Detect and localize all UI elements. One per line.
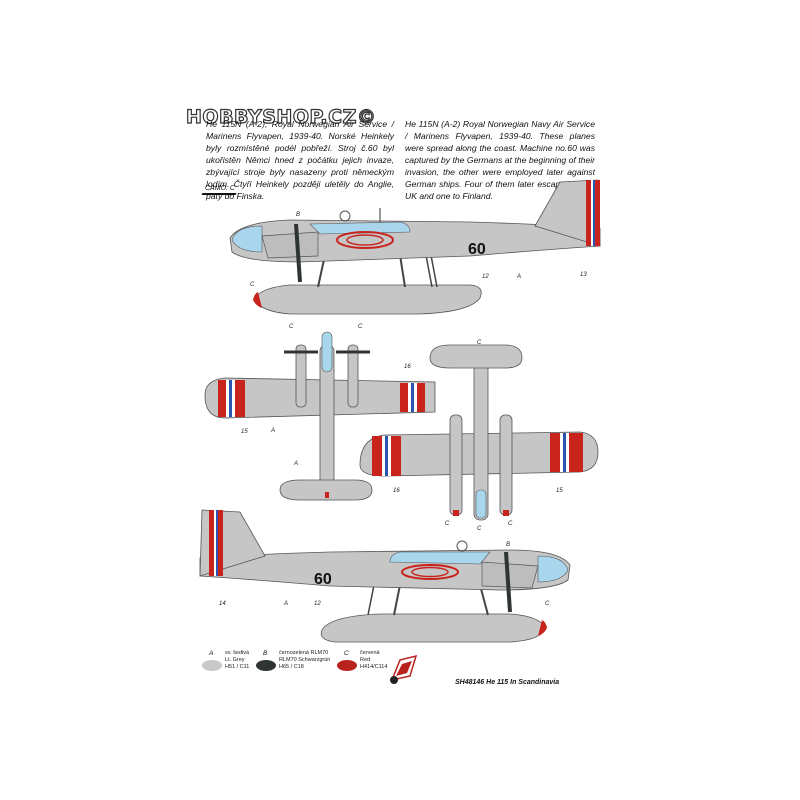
legend-text-a: sv. šedivá Lt. Grey H51 / C11 [225,650,249,671]
callout-mid-c2: C [358,324,363,330]
legend-letter-b: B [263,650,268,657]
callout-mid-15b: 15 [556,488,563,494]
callout-mid-a2: A [294,461,299,467]
footer-product-title: SH48146 He 115 In Scandinavia [455,679,560,686]
legend-letter-a: A [209,650,214,657]
aircraft-code-bottom: 60 [314,571,332,588]
callout-mid-c1: C [289,324,294,330]
legend-swatch-c [337,660,357,671]
callout-mid-16b: 16 [393,488,400,494]
callout-bot-b: B [506,542,511,548]
camo-label: CAMO. C [205,185,235,192]
legend-a-line3: H51 / C11 [225,664,250,670]
legend-swatch-b [256,660,276,671]
legend-swatch-a [202,660,222,671]
legend-c-line3: H414/C114 [360,664,388,670]
callout-top-b: B [296,212,301,218]
legend-text-c: červená Red H414/C114 [360,650,387,671]
float-top [254,284,482,315]
callout-bot-a: A [284,601,289,607]
aircraft-code-top: 60 [468,241,486,258]
side-view-bottom: 60 [199,509,571,643]
callout-mid-c5: C [477,526,482,532]
float-bottom [320,613,546,643]
legend-c-line2: Red [360,657,371,663]
callout-mid-c3: C [477,340,482,346]
callout-mid-c4: C [445,521,450,527]
legend-a-line2: Lt. Grey [225,657,245,663]
callout-mid-a1: A [271,428,276,434]
callout-bot-12: 12 [314,601,321,607]
special-hobby-logo [390,654,418,684]
callout-bot-14: 14 [219,601,226,607]
legend-b-line2: RLM70 Schwarzgrün [279,657,331,663]
watermark: HOBBYSHOP.CZ© [185,105,377,128]
legend-b-line1: černozelená RLM70 [279,650,329,656]
description-english: He 115N (A-2) Royal Norwegian Navy Air S… [405,119,595,201]
legend-c-line1: červená [360,650,380,656]
callout-top-12: 12 [482,274,489,280]
legend-text-b: černozelená RLM70 RLM70 Schwarzgrün H65 … [279,650,330,671]
callout-mid-16a: 16 [404,364,411,370]
plan-view-lower [359,344,599,521]
callout-mid-c6: C [508,521,513,527]
callout-top-13: 13 [580,272,587,278]
plan-view-upper [204,331,436,501]
callout-top-c: C [250,282,255,288]
legend-b-line3: H65 / C18 [279,664,304,670]
legend-letter-c: C [344,650,349,657]
description-czech: He 115N (A-2), Royal Norwegian Air Servi… [206,119,394,201]
legend-a-line1: sv. šedivá [225,650,250,656]
callout-top-a: A [517,274,522,280]
side-view-top: 60 [229,179,601,315]
callout-mid-15a: 15 [241,429,248,435]
callout-bot-c: C [545,601,550,607]
